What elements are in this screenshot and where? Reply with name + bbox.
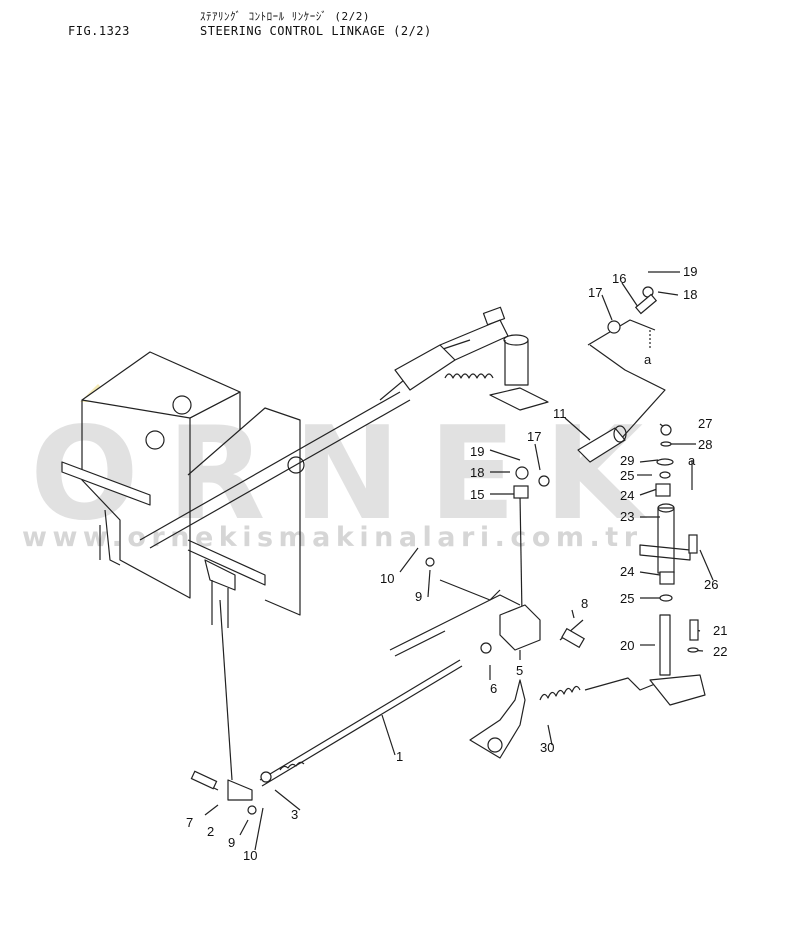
bolt-part-21 <box>689 619 699 641</box>
callout-6: 6 <box>490 681 497 696</box>
callout-a-lower: a <box>688 453 696 468</box>
bolt-part-26 <box>688 534 698 554</box>
callout-3: 3 <box>291 807 298 822</box>
bushing-part-24 <box>655 483 671 497</box>
callout-10-lower: 10 <box>243 848 257 863</box>
watermark-url: www.ornekismakinalari.com.tr <box>22 522 643 553</box>
figure-number: FIG.1323 <box>68 24 130 38</box>
callout-11: 11 <box>553 406 567 421</box>
pin-part-7 <box>190 770 218 790</box>
shim-part-29 <box>656 458 674 466</box>
washer-part-25 <box>659 471 671 479</box>
callout-17: 17 <box>588 285 602 300</box>
watermark-brand: ORNEK <box>30 400 672 549</box>
callout-25-lower: 25 <box>620 591 634 606</box>
callout-18-lower: 18 <box>470 465 484 480</box>
callout-9: 9 <box>415 589 422 604</box>
callout-18: 18 <box>683 287 697 302</box>
washer-part-28 <box>660 441 672 447</box>
nut-part-17-lower <box>538 475 550 487</box>
linkage-linework <box>61 271 714 851</box>
callout-28: 28 <box>698 437 712 452</box>
washer-part-9 <box>247 805 257 815</box>
callout-27: 27 <box>698 416 712 431</box>
callout-15: 15 <box>470 487 484 502</box>
callout-30: 30 <box>540 740 554 755</box>
callout-8: 8 <box>581 596 588 611</box>
bushing-part-15 <box>513 485 529 499</box>
callout-24-lower: 24 <box>620 564 634 579</box>
callout-20: 20 <box>620 638 634 653</box>
nut-part-17 <box>607 320 621 334</box>
callout-21: 21 <box>713 623 727 638</box>
callout-16: 16 <box>612 271 626 286</box>
hardware-parts <box>190 286 699 815</box>
bolt-part-16 <box>634 293 658 315</box>
callout-a: a <box>644 352 652 367</box>
callout-19-lower: 19 <box>470 444 484 459</box>
callout-19: 19 <box>683 264 697 279</box>
callout-22: 22 <box>713 644 727 659</box>
nut-part-3 <box>260 771 272 783</box>
washer-part-25-lower <box>659 594 673 602</box>
title-japanese: ｽﾃｱﾘﾝｸﾞ ｺﾝﾄﾛｰﾙ ﾘﾝｹｰｼﾞ (2/2) <box>200 10 370 23</box>
washer-part-9-upper <box>425 557 435 567</box>
washer-part-22 <box>687 647 699 653</box>
callout-2: 2 <box>207 824 214 839</box>
callout-29: 29 <box>620 453 634 468</box>
callout-17-lower: 17 <box>527 429 541 444</box>
callout-25: 25 <box>620 468 634 483</box>
nut-part-27 <box>660 424 672 436</box>
callout-23: 23 <box>620 509 634 524</box>
pin-part-8 <box>561 627 585 649</box>
callout-24: 24 <box>620 488 634 503</box>
callout-26: 26 <box>704 577 718 592</box>
callout-5: 5 <box>516 663 523 678</box>
title-english: STEERING CONTROL LINKAGE (2/2) <box>200 24 432 38</box>
callout-1: 1 <box>396 749 403 764</box>
nut-part-6 <box>480 642 492 654</box>
nut-part-18-lower <box>515 466 529 480</box>
bushing-part-24-lower <box>659 571 675 585</box>
callout-10: 10 <box>380 571 394 586</box>
callout-9-lower: 9 <box>228 835 235 850</box>
callout-labels: 19 16 18 17 a 11 17 19 18 15 27 28 29 a … <box>186 264 727 863</box>
callout-7: 7 <box>186 815 193 830</box>
